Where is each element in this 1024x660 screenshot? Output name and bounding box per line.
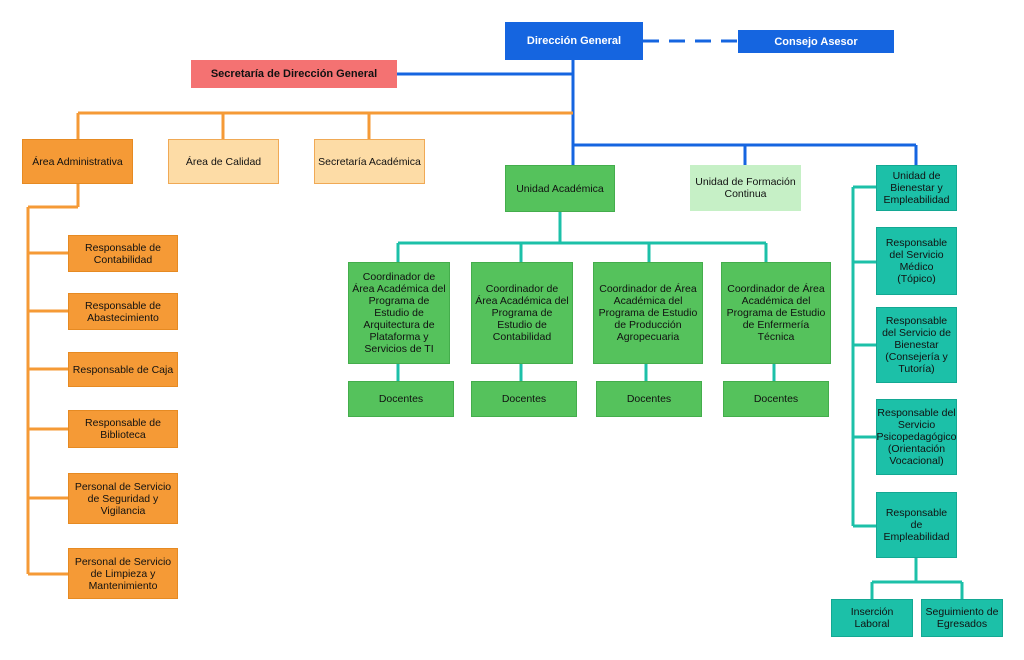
unidad-academica-box: Unidad Académica (505, 165, 615, 212)
secretaria-academica-box: Secretaría Académica (314, 139, 425, 184)
responsable-empleabilidad-box: Responsable de Empleabilidad (876, 492, 957, 558)
area-administrativa-box: Área Administrativa (22, 139, 133, 184)
responsable-servicio-bienestar-box: Responsable del Servicio de Bienestar (C… (876, 307, 957, 383)
coordinador-agropecuaria-box: Coordinador de Área Académica del Progra… (593, 262, 703, 364)
docentes-box: Docentes (723, 381, 829, 417)
coordinador-enfermeria-box: Coordinador de Área Académica del Progra… (721, 262, 831, 364)
docentes-box: Docentes (596, 381, 702, 417)
consejo-asesor-box: Consejo Asesor (738, 30, 894, 53)
area-calidad-box: Área de Calidad (168, 139, 279, 184)
secretaria-direccion-box: Secretaría de Dirección General (191, 60, 397, 88)
responsable-caja-box: Responsable de Caja (68, 352, 178, 387)
responsable-biblioteca-box: Responsable de Biblioteca (68, 410, 178, 448)
unidad-bienestar-box: Unidad de Bienestar y Empleabilidad (876, 165, 957, 211)
docentes-box: Docentes (348, 381, 454, 417)
insercion-laboral-box: Inserción Laboral (831, 599, 913, 637)
responsable-contabilidad-box: Responsable de Contabilidad (68, 235, 178, 272)
personal-seguridad-box: Personal de Servicio de Seguridad y Vigi… (68, 473, 178, 524)
coordinador-contabilidad-box: Coordinador de Área Académica del Progra… (471, 262, 573, 364)
responsable-servicio-medico-box: Responsable del Servicio Médico (Tópico) (876, 227, 957, 295)
responsable-abastecimiento-box: Responsable de Abastecimiento (68, 293, 178, 330)
coordinador-arquitectura-box: Coordinador de Área Académica del Progra… (348, 262, 450, 364)
unidad-formacion-continua-box: Unidad de Formación Continua (690, 165, 801, 211)
responsable-servicio-psicopedagogico-box: Responsable del Servicio Psicopedagógico… (876, 399, 957, 475)
personal-limpieza-box: Personal de Servicio de Limpieza y Mante… (68, 548, 178, 599)
seguimiento-egresados-box: Seguimiento de Egresados (921, 599, 1003, 637)
docentes-box: Docentes (471, 381, 577, 417)
direccion-general-box: Dirección General (505, 22, 643, 60)
